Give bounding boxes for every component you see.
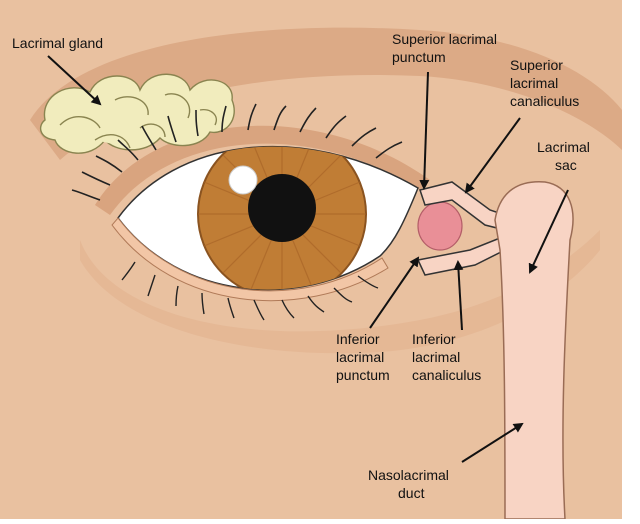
- lower-eyelashes: [121, 261, 379, 321]
- label-superior-canaliculus: Superior lacrimal canaliculus: [510, 57, 579, 109]
- lower-orbit-shading: [80, 230, 600, 354]
- upper-eyelashes: [71, 103, 403, 201]
- pupil: [248, 174, 316, 242]
- label-lacrimal-gland: Lacrimal gland: [12, 35, 103, 51]
- label-inferior-canaliculus: Inferior lacrimal canaliculus: [412, 331, 481, 383]
- arrow-lacrimal-sac: [528, 189, 569, 274]
- arrow-superior-punctum: [419, 71, 430, 190]
- orbit-shading: [30, 27, 622, 160]
- label-inferior-punctum: Inferior lacrimal punctum: [336, 331, 390, 383]
- label-superior-punctum: Superior lacrimal punctum: [392, 31, 501, 65]
- lacrimal-sac-and-duct: [494, 181, 574, 520]
- upper-eyelid: [95, 125, 430, 215]
- eye-highlight: [228, 165, 258, 195]
- arrow-lacrimal-gland: [47, 55, 102, 106]
- lower-eyelid-rim: [111, 217, 389, 302]
- arrow-nasolacrimal-duct: [461, 422, 524, 463]
- arrow-superior-canaliculus: [464, 117, 521, 194]
- caruncle: [417, 201, 463, 251]
- label-nasolacrimal-duct: Nasolacrimal duct: [368, 467, 453, 501]
- label-lacrimal-sac: Lacrimal sac: [537, 139, 594, 173]
- pointer-arrows: [47, 55, 569, 463]
- arrow-inferior-punctum: [369, 256, 420, 329]
- arrow-inferior-canaliculus: [453, 260, 464, 331]
